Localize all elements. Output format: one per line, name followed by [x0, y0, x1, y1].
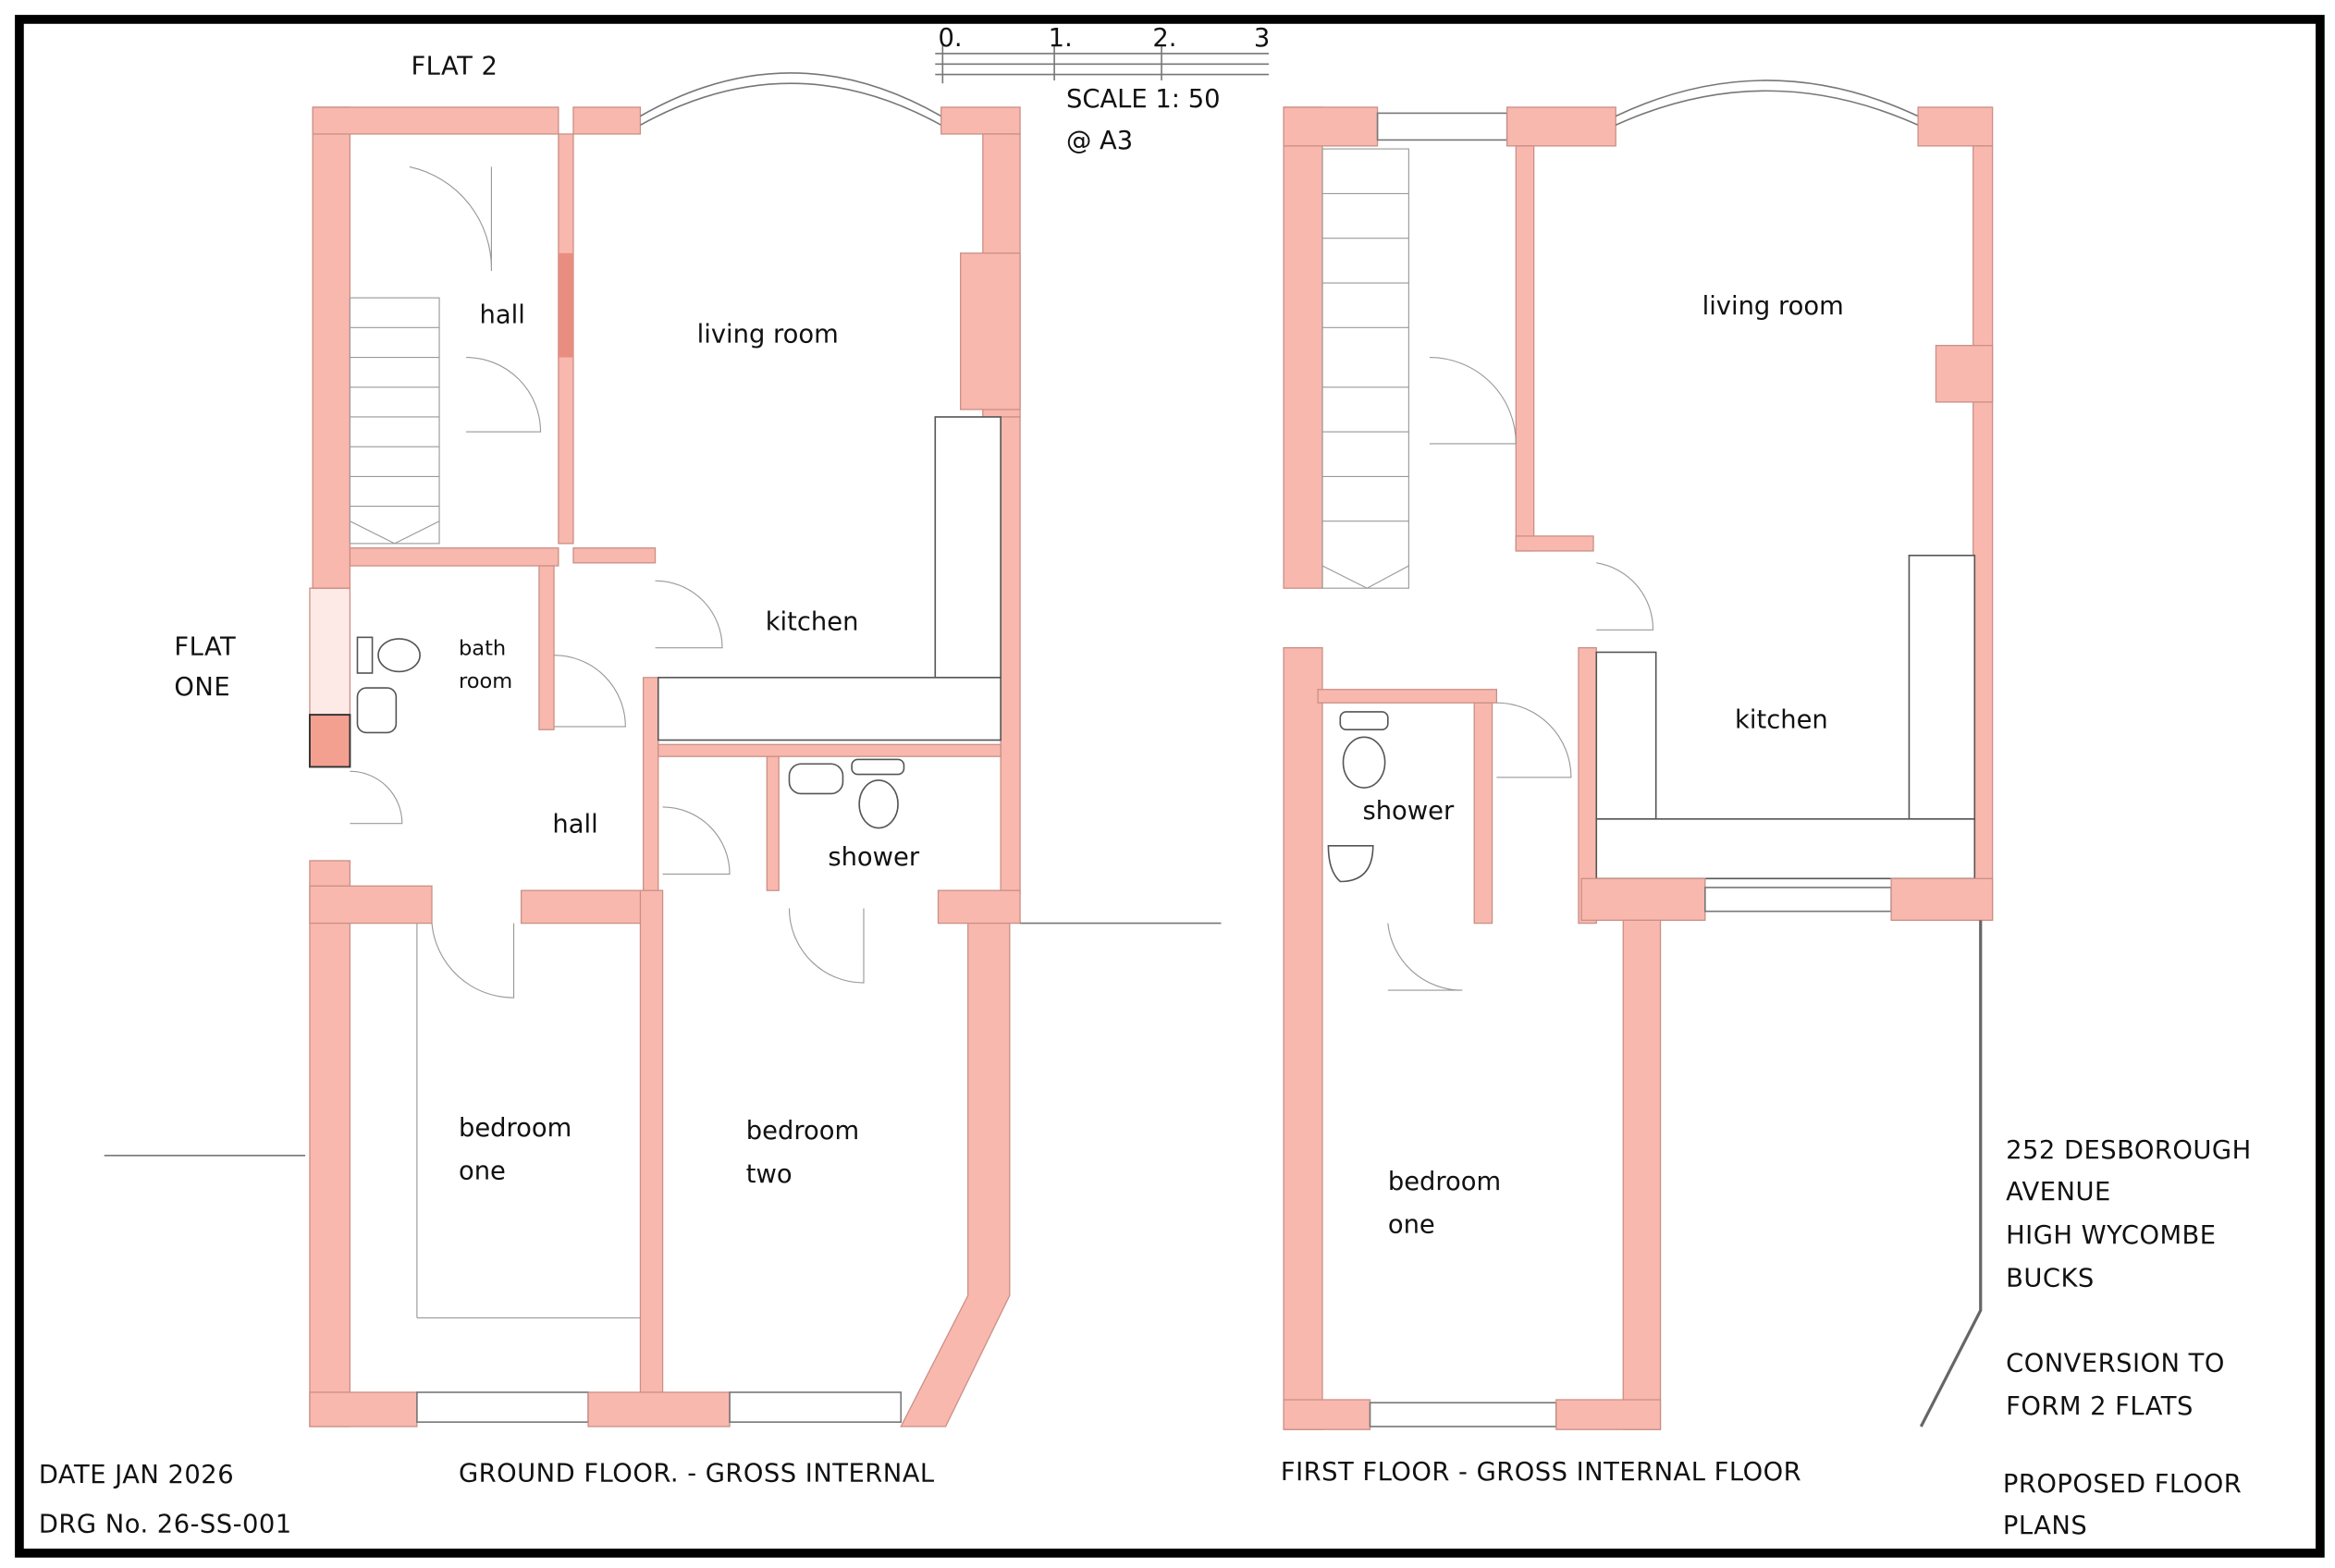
staircase: [349, 297, 440, 545]
room-label-bedroom-two-line2: two: [746, 1160, 793, 1189]
sheet-title-line-2: PLANS: [2003, 1512, 2087, 1540]
room-label-hall-lower: hall: [552, 810, 597, 839]
description-line-1: CONVERSION TO: [2006, 1349, 2225, 1378]
ff-room-label-bedroom-one-line2: one: [1388, 1211, 1435, 1240]
ff-room-label-kitchen: kitchen: [1735, 706, 1828, 735]
ground-floor-plan: FLAT 2 FLAT ONE hall living room kitchen…: [104, 53, 1222, 1488]
address-line-1: 252 DESBOROUGH: [2006, 1136, 2252, 1165]
room-label-bath-line2: room: [459, 669, 512, 693]
flat-one-label-line2: ONE: [174, 673, 230, 702]
scale-label: SCALE 1: 50: [1066, 85, 1221, 114]
room-label-bedroom-one-line1: bedroom: [459, 1114, 571, 1143]
ff-room-label-shower: shower: [1362, 797, 1455, 826]
drawing-frame: [15, 15, 2325, 1558]
scale-bar: 0. 1. 2. 3 SCALE 1: 50 @ A3: [935, 24, 1270, 155]
scale-tick-1: 1.: [1049, 24, 1073, 53]
drawing-number: DRG No. 26-SS-001: [39, 1510, 292, 1538]
ground-floor-caption: GROUND FLOOR. - GROSS INTERNAL: [459, 1460, 935, 1488]
first-floor-plan: living room kitchen shower bedroom one F…: [1281, 80, 1994, 1487]
address-line-4: BUCKS: [2006, 1265, 2095, 1293]
description-line-2: FORM 2 FLATS: [2006, 1392, 2194, 1421]
room-label-bath-line1: bath: [459, 637, 506, 661]
scale-tick-3: 3: [1254, 24, 1270, 53]
paper-size-label: @ A3: [1066, 127, 1133, 155]
address-line-3: HIGH WYCOMBE: [2006, 1221, 2216, 1250]
room-label-hall-upper: hall: [480, 301, 525, 330]
date-label: DATE JAN 2026: [39, 1461, 234, 1489]
room-label-kitchen: kitchen: [766, 607, 859, 636]
room-label-shower: shower: [828, 843, 920, 872]
sheet-title-line-1: PROPOSED FLOOR: [2003, 1470, 2242, 1499]
address-line-2: AVENUE: [2006, 1178, 2111, 1207]
scale-tick-0: 0.: [939, 24, 963, 53]
flat-2-label: FLAT 2: [411, 53, 498, 81]
ff-room-label-living-room: living room: [1702, 292, 1844, 321]
room-label-bedroom-one-line2: one: [459, 1158, 506, 1186]
flat-one-label-line1: FLAT: [174, 633, 236, 662]
title-block: DATE JAN 2026 DRG No. 26-SS-001 252 DESB…: [39, 1136, 2252, 1540]
staircase: [1321, 148, 1409, 589]
ff-room-label-bedroom-one-line1: bedroom: [1388, 1168, 1501, 1196]
room-label-living-room: living room: [697, 320, 839, 349]
room-label-bedroom-two-line1: bedroom: [746, 1117, 859, 1145]
first-floor-caption: FIRST FLOOR - GROSS INTERNAL FLOOR: [1281, 1458, 1801, 1487]
scale-tick-2: 2.: [1152, 24, 1176, 53]
